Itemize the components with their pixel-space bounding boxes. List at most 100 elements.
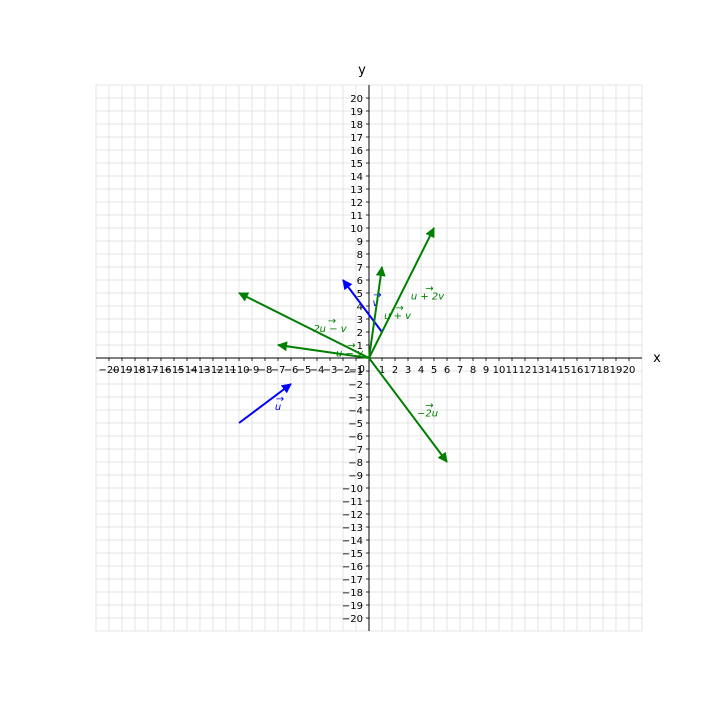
- vector-arrow-accent: →: [425, 284, 433, 295]
- y-tick-label: 18: [350, 120, 363, 131]
- y-tick-label: −2: [348, 380, 363, 391]
- x-tick-label: −13: [189, 365, 210, 376]
- x-tick-label: −7: [271, 365, 286, 376]
- vector-arrow-accent: →: [328, 316, 336, 327]
- vector-v: [342, 279, 383, 333]
- x-tick-label: 3: [405, 365, 411, 376]
- x-tick-label: 15: [558, 365, 571, 376]
- y-tick-label: 13: [350, 185, 363, 196]
- y-tick-label: 19: [350, 107, 363, 118]
- y-tick-label: −3: [348, 393, 363, 404]
- y-tick-label: 16: [350, 146, 363, 157]
- y-tick-label: −15: [342, 549, 363, 560]
- x-tick-label: 19: [610, 365, 623, 376]
- vector-u-minus-plus-2v: [368, 227, 435, 359]
- y-tick-label: 11: [350, 211, 363, 222]
- y-tick-label: 12: [350, 198, 363, 209]
- y-tick-label: −10: [342, 484, 363, 495]
- x-tick-label: 12: [519, 365, 532, 376]
- y-tick-label: −12: [342, 510, 363, 521]
- x-tick-label: −9: [245, 365, 260, 376]
- y-tick-label: −6: [348, 432, 363, 443]
- vector-label-neg-minus-2u: −2u: [417, 409, 438, 420]
- y-tick-label: −4: [348, 406, 363, 417]
- x-tick-label: −1: [349, 365, 364, 376]
- y-tick-label: 9: [357, 237, 363, 248]
- x-tick-label: 7: [457, 365, 463, 376]
- y-tick-label: −5: [348, 419, 363, 430]
- y-tick-label: 15: [350, 159, 363, 170]
- vector-arrow-accent: →: [395, 303, 403, 314]
- x-tick-label: −11: [215, 365, 236, 376]
- x-tick-label: −17: [137, 365, 158, 376]
- y-tick-label: −8: [348, 458, 363, 469]
- y-tick-label: −7: [348, 445, 363, 456]
- vector-label-u: u: [275, 402, 281, 413]
- x-tick-label: 11: [506, 365, 519, 376]
- x-tick-label: 5: [431, 365, 437, 376]
- y-tick-label: 1: [357, 341, 363, 352]
- vector-label-u-minus-plus-2v: u + 2v: [411, 292, 445, 303]
- x-tick-label: −6: [284, 365, 299, 376]
- x-tick-label: 2: [392, 365, 398, 376]
- x-axis-label: x: [653, 351, 661, 366]
- y-tick-label: 3: [357, 315, 363, 326]
- origin-label: 0: [359, 364, 365, 375]
- y-tick-label: 4: [357, 302, 363, 313]
- x-tick-label: 9: [483, 365, 489, 376]
- y-tick-label: 20: [350, 94, 363, 105]
- x-tick-label: 20: [623, 365, 636, 376]
- x-tick-label: 6: [444, 365, 450, 376]
- x-tick-label: −4: [310, 365, 325, 376]
- y-tick-label: −19: [342, 601, 363, 612]
- y-tick-label: −14: [342, 536, 363, 547]
- y-tick-label: 10: [350, 224, 363, 235]
- x-tick-label: −12: [202, 365, 223, 376]
- vector-u-minus-plus-v: [368, 266, 386, 359]
- y-tick-label: 8: [357, 250, 363, 261]
- y-tick-label: −1: [348, 367, 363, 378]
- y-axis-label: y: [358, 63, 366, 78]
- x-tick-label: −18: [124, 365, 145, 376]
- y-tick-label: −17: [342, 575, 363, 586]
- y-tick-label: 7: [357, 263, 363, 274]
- y-tick-label: 14: [350, 172, 363, 183]
- x-tick-label: 14: [545, 365, 558, 376]
- y-tick-label: 5: [357, 289, 363, 300]
- x-tick-label: −8: [258, 365, 273, 376]
- x-tick-label: 1: [379, 365, 385, 376]
- y-tick-label: −11: [342, 497, 363, 508]
- x-tick-label: 16: [571, 365, 584, 376]
- vector-2u-minus-v: [238, 292, 370, 359]
- vector-label-u-minus-plus-v: u + v: [384, 311, 412, 322]
- vector-u: [238, 383, 292, 424]
- y-tick-label: 17: [350, 133, 363, 144]
- y-tick-label: −13: [342, 523, 363, 534]
- x-tick-label: 8: [470, 365, 476, 376]
- x-tick-label: −14: [176, 365, 197, 376]
- vector-u-minus-v: [277, 341, 370, 359]
- vector-label-u-minus-v: u − v: [336, 349, 364, 360]
- x-tick-label: −19: [111, 365, 132, 376]
- x-tick-label: −5: [297, 365, 312, 376]
- x-tick-label: −3: [323, 365, 338, 376]
- x-tick-label: 13: [532, 365, 545, 376]
- y-tick-label: −9: [348, 471, 363, 482]
- vectors: u→v→u + v→u + 2v→−2u→2u − v→u − v→: [238, 227, 448, 463]
- x-tick-label: 17: [584, 365, 597, 376]
- x-tick-label: −20: [98, 365, 119, 376]
- x-tick-label: 4: [418, 365, 424, 376]
- vector-arrow-accent: →: [425, 401, 433, 412]
- x-tick-label: −16: [150, 365, 171, 376]
- vector-arrow-accent: →: [276, 394, 284, 405]
- y-tick-label: 6: [357, 276, 363, 287]
- y-tick-label: −18: [342, 588, 363, 599]
- y-tick-label: 2: [357, 328, 363, 339]
- vector-label-2u-minus-v: 2u − v: [313, 324, 347, 335]
- x-tick-label: 18: [597, 365, 610, 376]
- vector-arrow-accent: →: [347, 341, 355, 352]
- vector-neg-minus-2u: [368, 357, 448, 463]
- y-tick-label: −20: [342, 614, 363, 625]
- x-tick-label: −2: [336, 365, 351, 376]
